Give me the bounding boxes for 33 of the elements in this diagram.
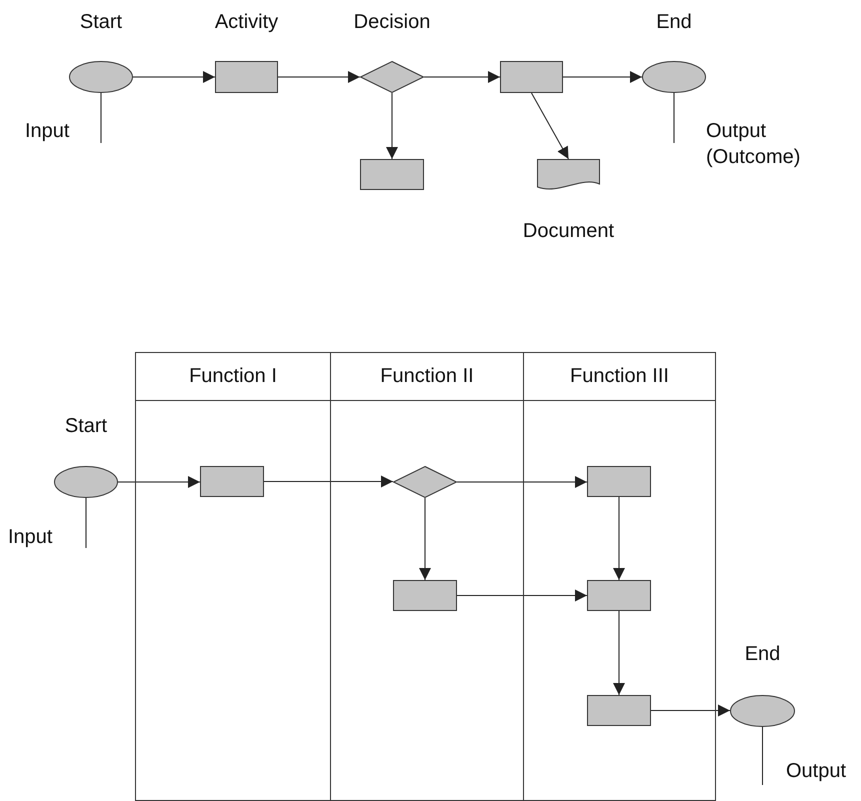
- swimlane: [523, 352, 716, 801]
- arrow: [386, 92, 398, 160]
- leader-line: [762, 726, 763, 786]
- node-label: Activity: [214, 10, 280, 34]
- node-label: Start: [78, 10, 124, 34]
- node-label: Document: [522, 219, 616, 243]
- arrow: [562, 71, 642, 83]
- arrow: [456, 476, 588, 488]
- arrow: [278, 71, 360, 83]
- leader-line: [100, 92, 102, 144]
- lane-header: Function II: [331, 353, 523, 401]
- arrow: [419, 498, 431, 580]
- swimlane: [135, 352, 331, 801]
- lane-header: Function I: [136, 353, 330, 401]
- arrow: [613, 610, 625, 696]
- arrow: [531, 92, 569, 160]
- node-label: Decision: [352, 10, 432, 34]
- arrow: [264, 476, 394, 488]
- annotation-text: Input: [25, 118, 85, 146]
- annotation-text: Output: [786, 758, 852, 786]
- annotation-text: Output (Outcome): [706, 118, 818, 174]
- arrow: [118, 476, 200, 488]
- arrow: [424, 71, 500, 83]
- arrow: [650, 704, 730, 716]
- arrow: [613, 496, 625, 580]
- lane-header: Function III: [524, 353, 715, 401]
- node-label: End: [655, 10, 693, 34]
- swimlane: [330, 352, 524, 801]
- arrow: [456, 590, 588, 602]
- node-label: Start: [64, 414, 108, 438]
- annotation-text: Input: [8, 524, 70, 552]
- node-label: End: [744, 642, 782, 666]
- arrow: [132, 71, 216, 83]
